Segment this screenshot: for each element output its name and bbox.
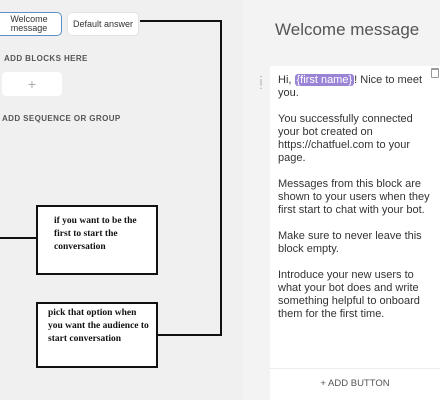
message-paragraph: You successfully connected your bot crea… [278, 113, 413, 164]
message-paragraph: Messages from this block are shown to yo… [278, 178, 430, 216]
first-name-token[interactable]: {first name} [294, 74, 355, 86]
trash-icon[interactable] [431, 68, 439, 78]
add-sequence-or-group-link[interactable]: ADD SEQUENCE OR GROUP [2, 114, 121, 123]
add-button[interactable]: + ADD BUTTON [320, 378, 390, 389]
annotation-text-second: pick that option when you want the audie… [48, 308, 149, 344]
annotation-connector-bottom [158, 334, 222, 336]
text-card[interactable] [270, 66, 440, 400]
block-welcome-message[interactable]: Welcome message [0, 12, 62, 36]
annotation-box-first: if you want to be the first to start the… [36, 205, 158, 275]
annotation-connector-vertical [220, 20, 222, 336]
block-default-answer[interactable]: Default answer [67, 12, 139, 36]
add-block-button[interactable]: + [2, 72, 62, 96]
add-blocks-label: ADD BLOCKS HERE [4, 54, 88, 63]
message-paragraph: Make sure to never leave this block empt… [278, 230, 422, 255]
card-divider [270, 368, 440, 369]
block-default-answer-label: Default answer [72, 18, 134, 29]
greeting-suffix: ! Nice to meet you. [278, 74, 422, 99]
message-paragraph: Introduce your new users to what your bo… [278, 269, 420, 320]
annotation-connector-left [0, 237, 37, 239]
greeting-prefix: Hi, [278, 74, 295, 86]
drag-handle-icon[interactable]: ⋮⋮ [256, 75, 266, 91]
annotation-connector-top [140, 20, 222, 22]
page-title: Welcome message [275, 20, 420, 39]
message-greeting: Hi, {first name}! Nice to meet you. [278, 74, 436, 100]
plus-icon: + [27, 76, 37, 92]
block-welcome-message-label: Welcome message [10, 14, 48, 33]
annotation-box-second: pick that option when you want the audie… [36, 302, 158, 368]
message-text[interactable]: Hi, {first name}! Nice to meet you. You … [278, 74, 436, 334]
annotation-text-first: if you want to be the first to start the… [54, 216, 137, 252]
